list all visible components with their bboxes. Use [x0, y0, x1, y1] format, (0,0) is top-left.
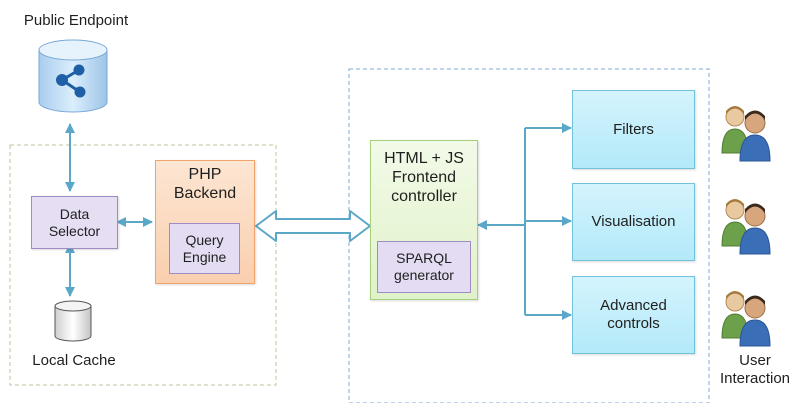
advanced-controls-label: Advanced controls — [600, 297, 667, 332]
php-backend-node: PHP Backend Query Engine — [155, 160, 255, 284]
filters-label: Filters — [613, 120, 654, 138]
database-cylinder-icon — [54, 300, 92, 342]
advanced-controls-node: Advanced controls — [572, 276, 695, 354]
frontend-controller-node: HTML + JS Frontend controller SPARQL gen… — [370, 140, 478, 300]
php-backend-label: PHP Backend — [173, 166, 237, 203]
user-interaction-label: User Interaction — [719, 352, 791, 387]
data-selector-node: Data Selector — [31, 196, 118, 249]
sparql-generator-node: SPARQL generator — [377, 241, 471, 293]
query-engine-node: Query Engine — [169, 223, 240, 274]
visualisation-node: Visualisation — [572, 183, 695, 261]
frontend-controller-label: HTML + JS Frontend controller — [384, 150, 464, 206]
public-endpoint-label: Public Endpoint — [23, 12, 129, 29]
sparql-generator-label: SPARQL generator — [394, 250, 454, 283]
backend-group-boundary — [9, 144, 277, 386]
frontend-ui-arrows — [477, 123, 572, 320]
semantic-web-database-icon — [38, 39, 108, 113]
filters-node: Filters — [572, 90, 695, 169]
query-engine-label: Query Engine — [182, 231, 227, 265]
backend-frontend-arrow — [255, 210, 371, 242]
data-selector-label: Data Selector — [48, 205, 101, 239]
user-group-icon — [721, 291, 771, 347]
user-group-icon — [721, 106, 771, 162]
visualisation-label: Visualisation — [591, 213, 676, 230]
local-cache-label: Local Cache — [32, 352, 116, 369]
user-group-icon — [721, 199, 771, 255]
